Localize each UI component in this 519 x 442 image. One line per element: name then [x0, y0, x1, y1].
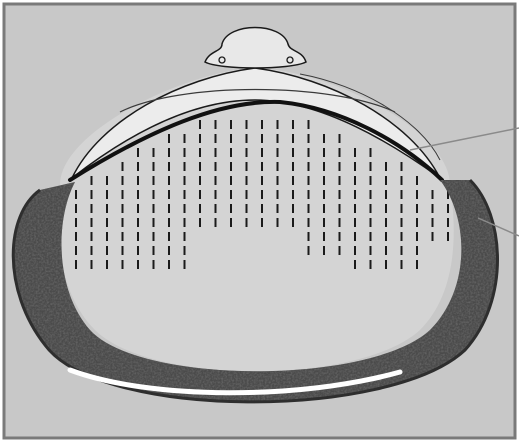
- scalp-diagram: [0, 0, 519, 442]
